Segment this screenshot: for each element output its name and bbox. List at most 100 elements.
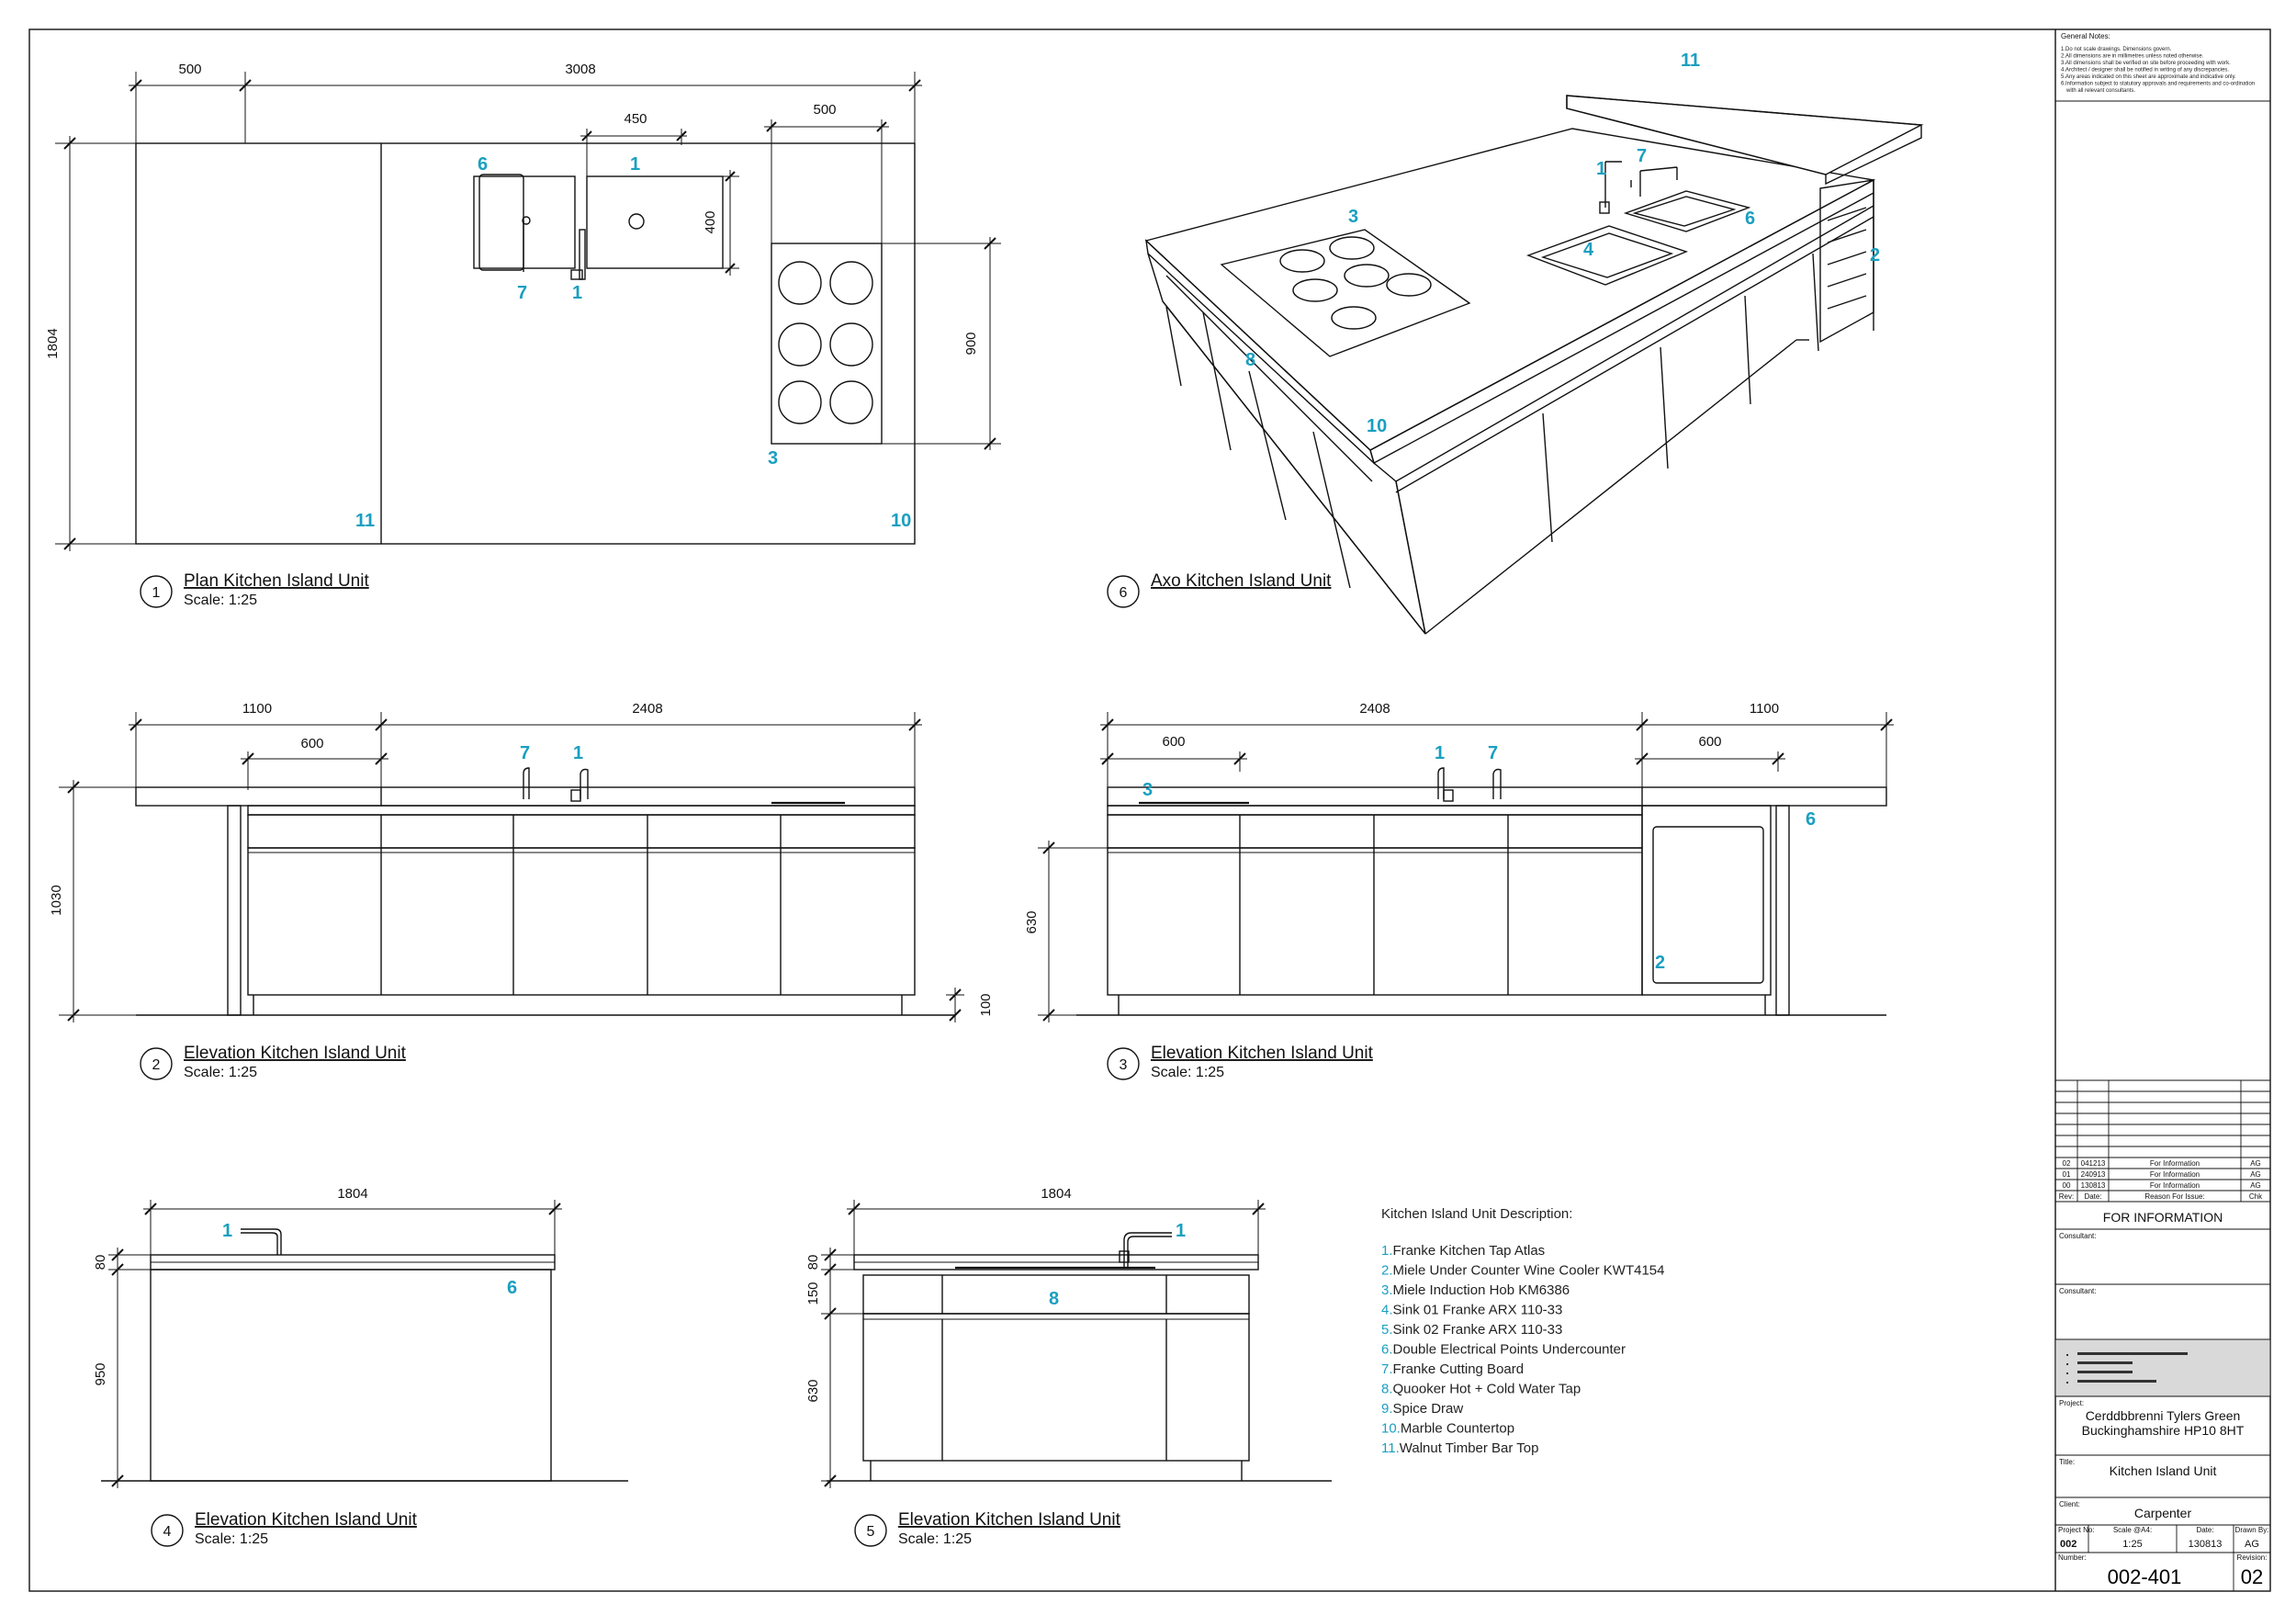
revision-cell-date: 240913 xyxy=(2081,1170,2106,1179)
callout-10: 10 xyxy=(891,511,911,531)
plan-dim-500: 500 xyxy=(178,62,201,77)
consultant-label-1: Consultant: xyxy=(2059,1232,2096,1240)
client-label: Client: xyxy=(2059,1500,2080,1508)
general-note: 4.Architect / designer shall be notified… xyxy=(2061,68,2229,73)
plan-dim-900: 900 xyxy=(963,332,979,355)
e5-dim-1804: 1804 xyxy=(1041,1186,1071,1202)
e4-dim-950: 950 xyxy=(93,1362,108,1385)
view-1-number: 1 xyxy=(152,585,161,601)
general-note: 1.Do not scale drawings. Dimensions gove… xyxy=(2061,47,2172,52)
e2-dim-100: 100 xyxy=(978,993,994,1016)
e2-dim-1100: 1100 xyxy=(242,701,272,717)
axo-callout-10: 10 xyxy=(1367,416,1387,436)
plan-dim-3008: 3008 xyxy=(565,62,595,77)
callout-8: 7 xyxy=(517,283,527,303)
rev-header-reason: Reason For Issue: xyxy=(2144,1192,2204,1201)
e2-dim-2408: 2408 xyxy=(632,701,662,717)
e3-callout-8: 7 xyxy=(1488,743,1498,763)
view-4-title: Elevation Kitchen Island Unit xyxy=(195,1510,418,1530)
projno-label: Project No: xyxy=(2058,1526,2095,1534)
plan-dim-1804: 1804 xyxy=(45,328,61,358)
e3-dim-2408: 2408 xyxy=(1359,701,1390,717)
description-item: 4.Sink 01 Franke ARX 110-33 xyxy=(1381,1303,1562,1318)
sheet-border xyxy=(28,28,2271,1592)
e4-dim-1804: 1804 xyxy=(337,1186,367,1202)
description-item: 11.Walnut Timber Bar Top xyxy=(1381,1440,1538,1456)
elevation-5: 1804 80 150 630 1 8 xyxy=(805,1186,1332,1488)
general-note: 5.Any areas indicated on this sheet are … xyxy=(2061,74,2236,80)
status-label: FOR INFORMATION xyxy=(2103,1210,2223,1225)
axo-callout-2: 2 xyxy=(1870,245,1880,265)
callout-1b: 1 xyxy=(572,283,582,303)
e3-dim-1100: 1100 xyxy=(1750,701,1779,717)
revision-cell-date: 130813 xyxy=(2081,1181,2106,1190)
e5-dim-630: 630 xyxy=(805,1379,821,1402)
e4-callout-1: 1 xyxy=(222,1221,232,1241)
notes-heading: General Notes: xyxy=(2061,32,2110,40)
description-heading: Kitchen Island Unit Description: xyxy=(1381,1206,1572,1222)
description-item: 2.Miele Under Counter Wine Cooler KWT415… xyxy=(1381,1263,1664,1279)
axo-callout-3: 3 xyxy=(1348,207,1358,227)
view-6-title: Axo Kitchen Island Unit xyxy=(1151,571,1332,591)
callout-7: 6 xyxy=(478,154,488,175)
revision-cell-chk: AG xyxy=(2250,1181,2261,1190)
scale-value: 1:25 xyxy=(2122,1539,2142,1550)
description-item: 10.Marble Countertop xyxy=(1381,1421,1514,1437)
view-5-scale: Scale: 1:25 xyxy=(898,1531,972,1547)
revision-cell-chk: AG xyxy=(2250,1170,2261,1179)
description-item: 8.Quooker Hot + Cold Water Tap xyxy=(1381,1382,1581,1397)
general-note: 3.All dimensions shall be verified on si… xyxy=(2061,61,2231,66)
number-label: Number: xyxy=(2058,1553,2087,1562)
general-note: 2.All dimensions are in millimetres unle… xyxy=(2061,54,2204,60)
view-2-number: 2 xyxy=(152,1057,161,1073)
view-1-scale: Scale: 1:25 xyxy=(184,593,257,608)
axo-callout-4: 4 xyxy=(1583,240,1594,260)
client-name: Carpenter xyxy=(2134,1506,2192,1520)
e3-callout-1: 1 xyxy=(1435,743,1445,763)
consultant-logo-box xyxy=(2054,1338,2271,1397)
description-item: 6.Double Electrical Points Undercounter xyxy=(1381,1342,1626,1358)
rev-header-date: Date: xyxy=(2084,1192,2101,1201)
e3-callout-6: 6 xyxy=(1806,809,1816,830)
view-3-title: Elevation Kitchen Island Unit xyxy=(1151,1044,1374,1063)
view-3-scale: Scale: 1:25 xyxy=(1151,1065,1224,1080)
plan-view: 500 3008 450 500 400 900 1804 6 1 xyxy=(45,62,1001,551)
plan-dim-500b: 500 xyxy=(813,102,836,118)
revision-cell-reason: For Information xyxy=(2150,1159,2200,1168)
description-item: 1.Franke Kitchen Tap Atlas xyxy=(1381,1243,1545,1259)
rev-header-rev: Rev: xyxy=(2059,1192,2074,1201)
e5-callout-1: 1 xyxy=(1176,1221,1186,1241)
plan-dim-400: 400 xyxy=(703,210,718,233)
consultant-label-2: Consultant: xyxy=(2059,1287,2096,1295)
projno-value: 002 xyxy=(2060,1539,2077,1550)
e2-callout-8: 7 xyxy=(520,743,530,763)
revision-label: Revision: xyxy=(2237,1553,2268,1562)
drawing-title: Kitchen Island Unit xyxy=(2110,1463,2217,1478)
view-5-title: Elevation Kitchen Island Unit xyxy=(898,1510,1121,1530)
revision-cell-chk: AG xyxy=(2250,1159,2261,1168)
view-5-number: 5 xyxy=(867,1524,875,1540)
axo-view xyxy=(1144,95,1924,635)
elevation-3: 2408 1100 600 600 630 3 1 7 6 2 xyxy=(1024,701,1894,1022)
revision-cell-rev: 00 xyxy=(2063,1181,2071,1190)
description-item: 5.Sink 02 Franke ARX 110-33 xyxy=(1381,1322,1562,1338)
rev-header-chk: Chk xyxy=(2249,1192,2263,1201)
axo-callout-7: 6 xyxy=(1745,209,1755,229)
e5-callout-9: 8 xyxy=(1049,1289,1059,1309)
callout-11: 11 xyxy=(355,511,375,531)
axo-callout-1: 1 xyxy=(1596,159,1606,179)
view-3-number: 3 xyxy=(1120,1057,1128,1073)
project-line-2: Buckinghamshire HP10 8HT xyxy=(2082,1423,2245,1438)
e3-dim-600: 600 xyxy=(1162,734,1185,750)
e3-dim-600b: 600 xyxy=(1698,734,1721,750)
description-list: 1.Franke Kitchen Tap Atlas 2.Miele Under … xyxy=(1381,1243,1664,1456)
drawing-number: 002-401 xyxy=(2108,1565,2182,1588)
e2-dim-600: 600 xyxy=(300,736,323,751)
e3-callout-3: 3 xyxy=(1142,780,1153,800)
title-label: Title: xyxy=(2059,1458,2075,1466)
axo-callout-8: 7 xyxy=(1637,146,1647,166)
revision-cell-rev: 02 xyxy=(2063,1159,2071,1168)
axo-callout-11: 11 xyxy=(1681,51,1700,71)
general-note: 6.Information subject to statutory appro… xyxy=(2061,82,2255,87)
